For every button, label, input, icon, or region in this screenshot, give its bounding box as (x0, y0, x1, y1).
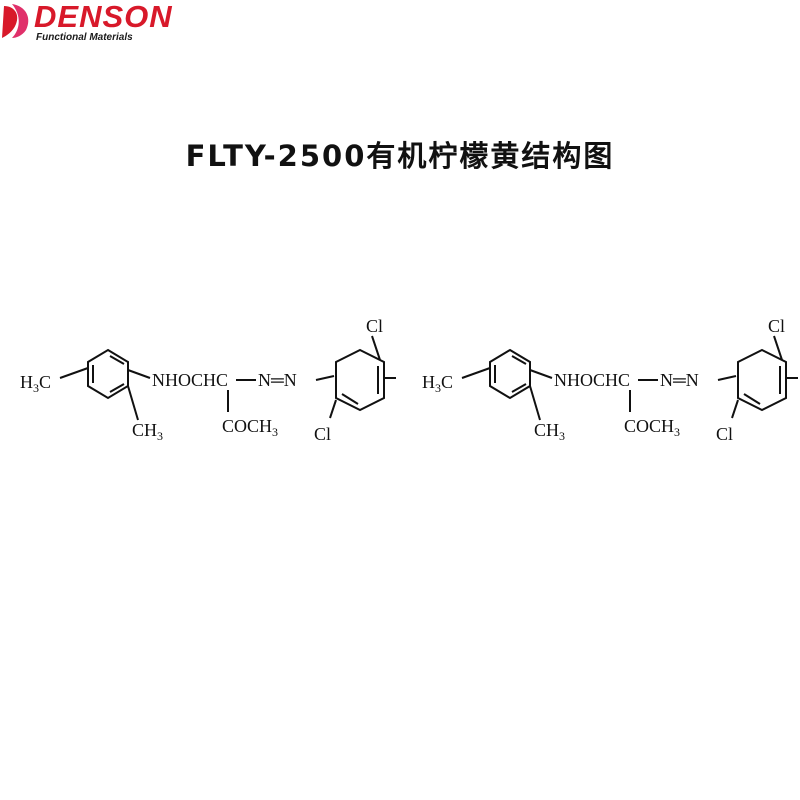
chloro-top-label: Cl (366, 316, 383, 336)
structure-left: H3C CH3 NHOCHC N═N COCH3 Cl Cl (20, 316, 397, 444)
ch3-label: CH3 (534, 420, 565, 443)
structure-svg: H3C CH3 NHOCHC N═N COCH3 Cl Cl H3C CH3 N… (20, 316, 799, 444)
chloro-bottom-label: Cl (716, 424, 733, 444)
acetyl-label: COCH3 (624, 416, 680, 439)
denson-logo: DENSON Functional Materials (0, 0, 220, 50)
structure-right: H3C CH3 NHOCHC N═N COCH3 Cl Cl (422, 316, 799, 444)
acetyl-label: COCH3 (222, 416, 278, 439)
ch3-label: CH3 (132, 420, 163, 443)
chloro-top-label: Cl (768, 316, 785, 336)
azo-label: N═N (258, 370, 297, 390)
structure-diagrams: H3C CH3 NHOCHC N═N COCH3 Cl Cl H3C CH3 N… (0, 300, 800, 460)
h3c-label: H3C (422, 372, 453, 395)
azo-label: N═N (660, 370, 699, 390)
h3c-label: H3C (20, 372, 51, 395)
linker-label: NHOCHC (152, 370, 228, 390)
page-title: FLTY-2500有机柠檬黄结构图 (185, 139, 615, 173)
denson-logo-icon (2, 4, 29, 38)
brand-tagline: Functional Materials (36, 32, 133, 43)
chloro-bottom-label: Cl (314, 424, 331, 444)
brand-name: DENSON (34, 0, 173, 34)
linker-label: NHOCHC (554, 370, 630, 390)
